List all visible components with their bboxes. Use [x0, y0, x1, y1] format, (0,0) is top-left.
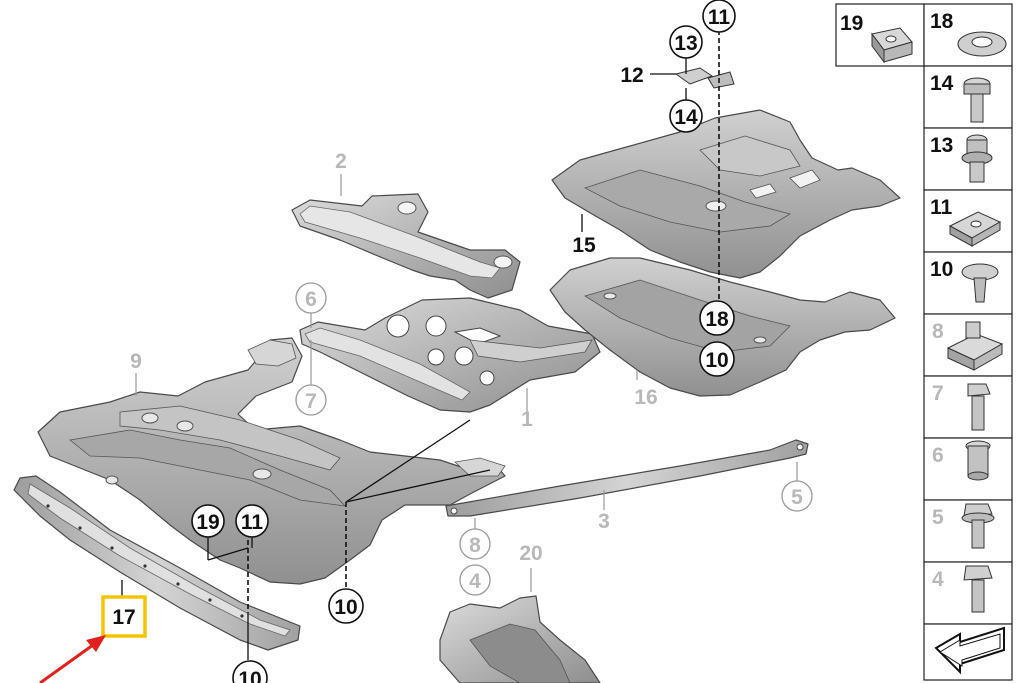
- legend-num-8: 8: [932, 320, 944, 343]
- callout-10-bottom-text: 10: [238, 668, 261, 683]
- leader-lines: [121, 30, 798, 660]
- highlight-part-17: 17: [101, 595, 147, 638]
- callout-6-text: 6: [305, 288, 317, 311]
- part-17-front-strip: [13, 475, 301, 651]
- part-9-underbody-tray: [37, 337, 506, 585]
- legend-num-6: 6: [932, 444, 944, 467]
- legend-num-4: 4: [932, 568, 944, 591]
- label-part-3: 3: [598, 510, 610, 533]
- callout-13: 13: [669, 25, 703, 59]
- hex-bolt-icon: [963, 565, 993, 613]
- part-1-perforated-plate: [299, 297, 601, 413]
- callout-8-text: 8: [469, 534, 481, 557]
- callout-19-text: 19: [196, 511, 219, 534]
- legend-cell-14[interactable]: [923, 65, 1013, 129]
- flange-screw-icon: [961, 503, 995, 549]
- label-part-12: 12: [620, 64, 643, 87]
- washer-icon: [957, 31, 1007, 57]
- red-arrow-icon: [39, 635, 106, 683]
- legend-cell-10[interactable]: [923, 251, 1013, 315]
- legend-num-10: 10: [930, 258, 953, 281]
- label-part-9: 9: [130, 350, 142, 373]
- callout-10-right: 10: [699, 341, 735, 377]
- label-part-20: 20: [519, 542, 542, 565]
- spring-clip-icon: [948, 211, 1002, 247]
- callout-10-right-text: 10: [705, 349, 728, 372]
- highlight-box: [101, 595, 147, 638]
- hardware-stack: [674, 67, 735, 89]
- callout-8: 8: [459, 528, 491, 560]
- hex-screw-icon: [967, 383, 991, 431]
- legend-num-18: 18: [930, 10, 954, 33]
- callout-7-text: 7: [305, 390, 317, 413]
- callout-18: 18: [699, 300, 735, 336]
- legend-num-11: 11: [930, 196, 953, 219]
- legend-num-13: 13: [930, 134, 953, 157]
- legend-num-5: 5: [932, 506, 944, 529]
- callout-14: 14: [669, 99, 703, 133]
- callout-13-text: 13: [674, 32, 697, 55]
- callout-19: 19: [191, 504, 225, 538]
- callout-5-text: 5: [791, 486, 803, 509]
- cage-nut-icon: [946, 321, 1004, 371]
- part-15-rear-tray: [551, 109, 901, 279]
- callout-11-top-text: 11: [708, 6, 731, 29]
- label-part-2: 2: [335, 150, 347, 173]
- callout-10-middle: 10: [328, 588, 364, 624]
- legend-num-14: 14: [930, 72, 954, 95]
- callout-11-lower-text: 11: [241, 511, 264, 534]
- label-part-16: 16: [634, 386, 657, 409]
- part-3-strut-bar: [445, 439, 809, 517]
- callout-4: 4: [459, 564, 491, 596]
- page-arrow-icon[interactable]: [934, 626, 1005, 675]
- callout-11-top: 11: [702, 0, 736, 33]
- highlight-label: 17: [112, 606, 135, 629]
- label-part-15: 15: [572, 234, 596, 257]
- grommet-icon: [961, 134, 993, 183]
- callout-4-text: 4: [469, 570, 481, 593]
- expanding-rivet-icon: [961, 263, 999, 303]
- part-2-reinforcement-plate: [291, 193, 521, 299]
- callout-6: 6: [295, 282, 327, 314]
- callout-10-bottom: 10: [232, 660, 268, 683]
- callout-18-text: 18: [705, 308, 729, 331]
- callout-14-text: 14: [674, 106, 698, 129]
- rivet-nut-icon: [965, 440, 991, 481]
- legend-panel: 19 18 14 13 11 10 8 7 6 5 4: [835, 3, 1013, 681]
- legend-num-7: 7: [932, 382, 944, 405]
- legend-num-19: 19: [840, 12, 863, 35]
- clip-nut-icon: [871, 27, 913, 64]
- callout-11-lower: 11: [235, 504, 269, 538]
- collar-bolt-icon: [963, 77, 991, 123]
- part-20-liner-piece: [439, 595, 601, 683]
- label-part-1: 1: [521, 408, 533, 431]
- callout-10-middle-text: 10: [334, 596, 357, 619]
- callout-7: 7: [295, 384, 327, 416]
- callout-5: 5: [781, 480, 813, 512]
